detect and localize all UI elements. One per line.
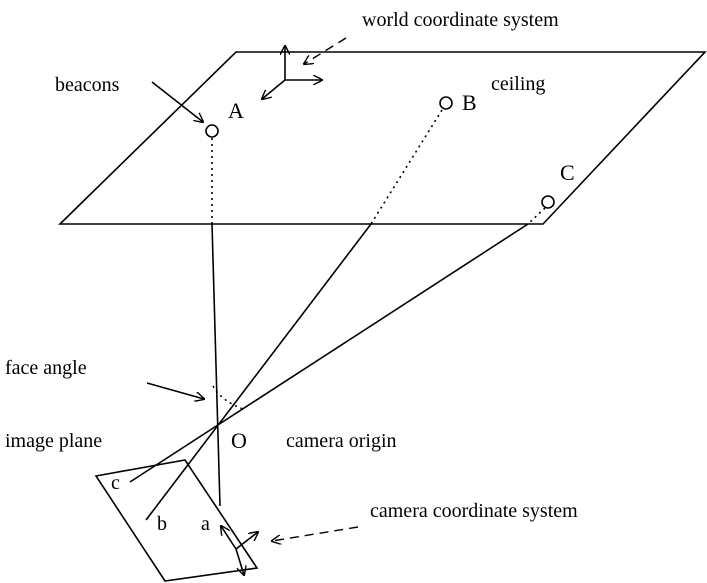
ceiling-plane (58, 51, 707, 225)
face-angle-arc (212, 385, 247, 411)
beacon-c-marker (541, 195, 555, 209)
ray-b (145, 223, 372, 521)
image-point-c-label: c (111, 472, 120, 494)
image-point-b-label: b (157, 513, 167, 535)
face-angle-pointer (146, 382, 204, 399)
camera-axes-icon (221, 526, 258, 575)
ray-a (211, 223, 221, 507)
beacon-a-marker (205, 124, 219, 138)
ray-c (129, 223, 529, 483)
camera-axes-pointer (272, 526, 359, 541)
origin-label: O (231, 428, 247, 453)
beacon-b-marker (439, 96, 453, 110)
image-plane-label: image plane (5, 430, 102, 452)
beacons-label: beacons (55, 74, 120, 96)
world-axes-pointer (304, 37, 347, 64)
world-axes-icon (262, 46, 322, 99)
beacon-b-label: B (462, 90, 477, 115)
beacon-a-label: A (228, 98, 244, 123)
world-coordinate-system-label: world coordinate system (362, 9, 559, 31)
face-angle-label: face angle (5, 357, 87, 379)
ray-b-dotted (370, 109, 443, 225)
ceiling-label: ceiling (491, 73, 545, 95)
beacons-pointer (151, 81, 203, 122)
ray-c-dotted (527, 207, 546, 225)
image-plane (94, 459, 259, 582)
camera-origin-label: camera origin (286, 430, 397, 452)
beacon-c-label: C (560, 160, 575, 185)
image-point-a-label: a (201, 513, 210, 535)
camera-coordinate-system-label: camera coordinate system (370, 500, 578, 522)
